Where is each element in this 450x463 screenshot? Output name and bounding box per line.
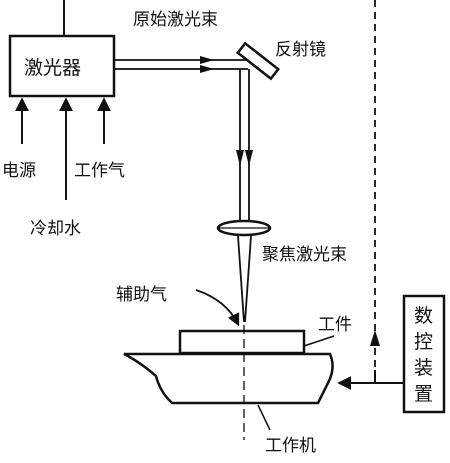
focused-beam-label: 聚焦激光束 xyxy=(262,245,347,265)
down-beam-arrow-right xyxy=(245,150,253,166)
assist-gas-label: 辅助气 xyxy=(116,285,167,305)
machine-label: 工作机 xyxy=(265,436,316,456)
workpiece xyxy=(178,329,306,355)
raw-beam-arrow xyxy=(200,56,214,64)
nc-char-3: 装 xyxy=(414,357,433,379)
machine-table xyxy=(123,352,334,405)
focused-beam-left xyxy=(237,235,245,323)
mirror xyxy=(236,41,280,81)
focused-beam-right xyxy=(244,235,252,323)
laser-box xyxy=(8,34,116,98)
machine-leader xyxy=(257,404,271,431)
nc-box xyxy=(402,294,446,414)
nc-char-2: 控 xyxy=(414,331,433,353)
raw-beam-arrow-lower xyxy=(200,65,214,73)
mirror-label: 反射镜 xyxy=(275,40,326,60)
work-gas-label: 工作气 xyxy=(74,161,125,181)
assist-gas-arrow xyxy=(195,289,240,327)
nc-char-4: 置 xyxy=(414,383,433,405)
raw-beam-label: 原始激光束 xyxy=(133,10,218,30)
laser-label: 激光器 xyxy=(24,57,81,79)
nc-char-1: 数 xyxy=(414,305,433,327)
cooling-water-label: 冷却水 xyxy=(30,219,81,239)
power-label: 电源 xyxy=(2,161,36,181)
workpiece-leader xyxy=(303,335,335,347)
feedback-arrow xyxy=(370,330,380,346)
down-beam-arrow-left xyxy=(236,150,244,166)
workpiece-label: 工件 xyxy=(318,315,352,335)
